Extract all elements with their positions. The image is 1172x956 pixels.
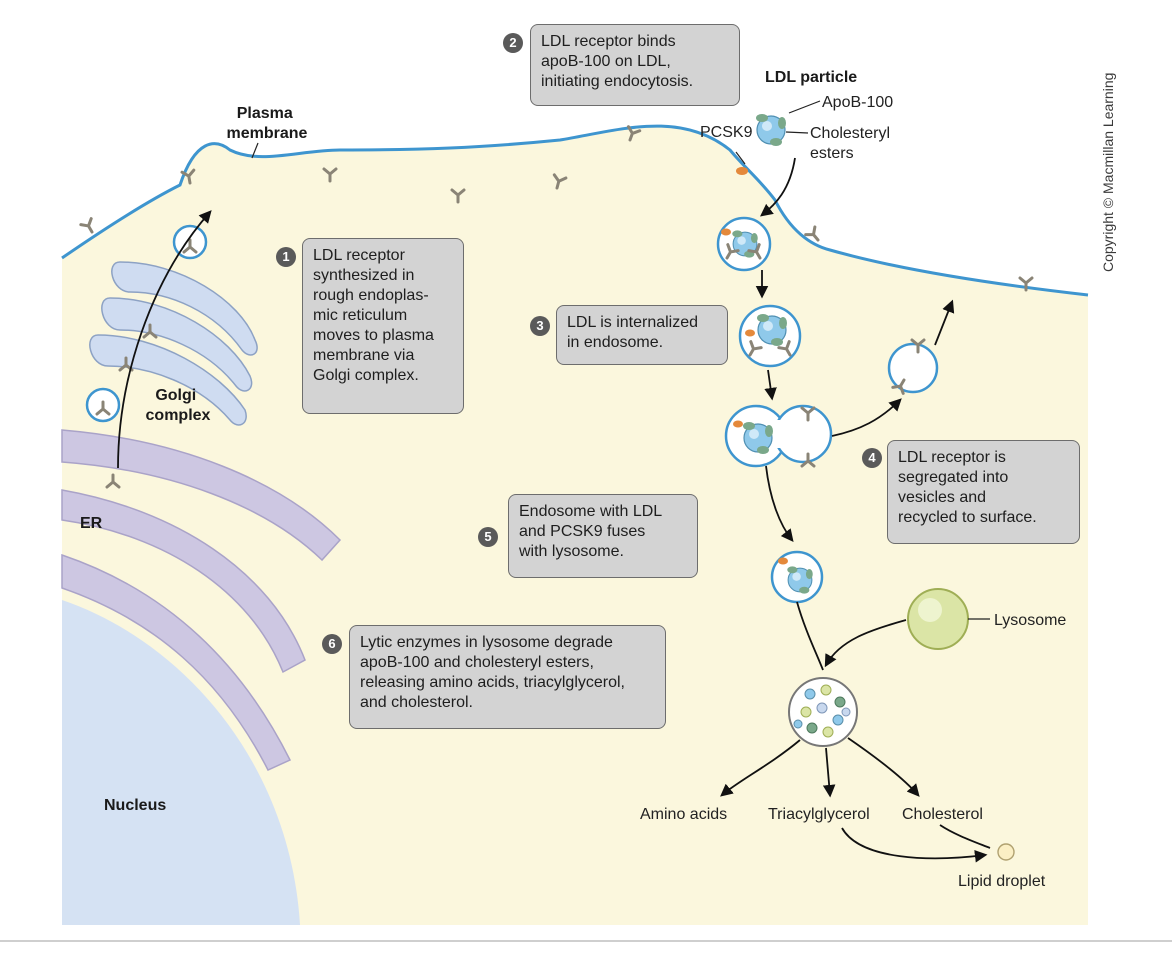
pcsk9-icon: [736, 167, 748, 175]
plasma-membrane-label: Plasma membrane: [227, 105, 308, 142]
step-4-box: LDL receptor is segregated into vesicles…: [887, 440, 1080, 544]
endoplasmic-reticulum: [61, 429, 342, 771]
lysosome-label: Lysosome: [994, 612, 1066, 629]
amino-acids-label: Amino acids: [640, 806, 727, 823]
cholesterol-label: Cholesterol: [902, 806, 983, 823]
step-6-badge: 6: [322, 634, 342, 654]
step-6-box: Lytic enzymes in lysosome degrade apoB-1…: [349, 625, 666, 729]
ldl-particle-icon: [755, 113, 787, 147]
step-2-badge: 2: [503, 33, 523, 53]
pcsk9-label: PCSK9: [700, 124, 753, 141]
golgi-complex-label: Golgi complex: [146, 387, 211, 424]
step-2-box: LDL receptor binds apoB-100 on LDL, init…: [530, 24, 740, 106]
coated-pit: [716, 216, 772, 272]
step-1-badge: 1: [276, 247, 296, 267]
budding-endosome: [724, 404, 833, 468]
plasma-membrane: [61, 124, 1089, 297]
bottom-divider: [0, 940, 1172, 942]
step-3-badge: 3: [530, 316, 550, 336]
endosome: [738, 304, 802, 368]
late-endosome: [770, 550, 824, 604]
degrading-lysosome: [788, 677, 858, 747]
ldl-binding-arrow: [760, 157, 796, 217]
nucleus-label: Nucleus: [104, 797, 166, 814]
lysosome-icon: [907, 588, 969, 650]
lipid-droplet-icon: [997, 843, 1015, 861]
step-5-box: Endosome with LDL and PCSK9 fuses with l…: [508, 494, 698, 578]
golgi-complex: [89, 261, 258, 426]
step-3-box: LDL is internalized in endosome.: [556, 305, 728, 365]
nucleus: [62, 600, 300, 925]
er-label: ER: [80, 515, 103, 532]
cholesteryl-esters-label: Cholesteryl esters: [810, 125, 894, 162]
triacylglycerol-label: Triacylglycerol: [768, 806, 870, 823]
step-5-badge: 5: [478, 527, 498, 547]
recycling-vesicle: [887, 338, 939, 395]
secretory-path-arrow: [117, 210, 212, 469]
apob100-label: ApoB-100: [822, 94, 893, 111]
ldl-particle-label: LDL particle: [765, 69, 857, 86]
copyright-notice: Copyright © Macmillan Learning: [1100, 72, 1116, 272]
step-4-badge: 4: [862, 448, 882, 468]
lipid-droplet-label: Lipid droplet: [958, 873, 1046, 890]
step-1-box: LDL receptor synthesized in rough endopl…: [302, 238, 464, 414]
